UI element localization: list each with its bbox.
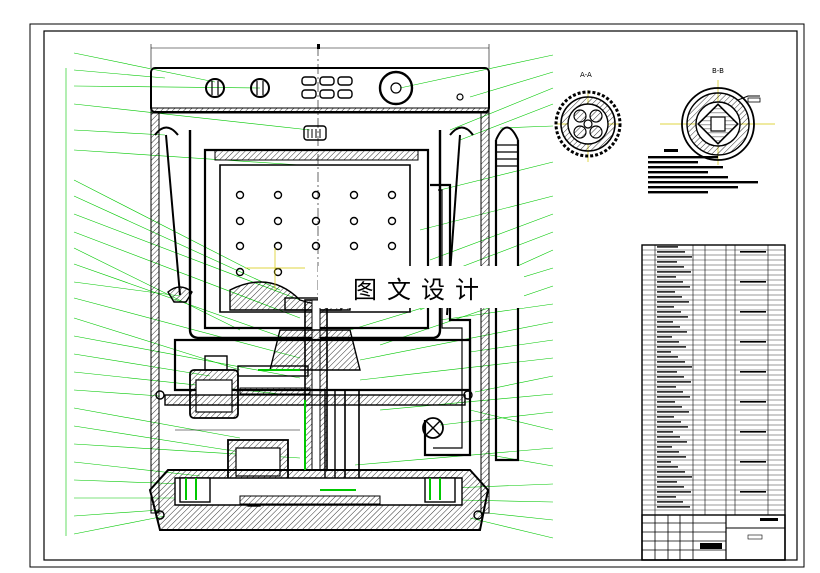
- inner-border: [43, 30, 798, 561]
- parts-list-entry: [657, 476, 692, 478]
- watermark: 图文设计: [318, 266, 524, 308]
- section-b-b: [681, 87, 761, 161]
- parts-list-entry: [657, 346, 686, 348]
- parts-list-entry: [657, 461, 671, 463]
- parts-list-entry: [740, 251, 766, 253]
- parts-list-entry: [657, 426, 688, 428]
- drum-holes: [235, 190, 397, 277]
- parts-list-entry: [657, 501, 683, 503]
- parts-list-entry: [657, 341, 679, 343]
- parts-list-entry: [657, 486, 684, 488]
- parts-list-entry: [740, 461, 766, 463]
- parts-list-entry: [657, 306, 674, 308]
- parts-list-entry: [657, 276, 676, 278]
- parts-list-entry: [657, 436, 680, 438]
- parts-list-entry: [657, 441, 687, 443]
- parts-list-entry: [657, 261, 677, 263]
- parts-list-entry: [657, 321, 673, 323]
- parts-list-entry: [657, 406, 682, 408]
- parts-list-entry: [657, 401, 675, 403]
- parts-list-entry: [657, 396, 690, 398]
- parts-list-entries: [657, 246, 766, 508]
- green-parts: [185, 369, 441, 500]
- parts-list-entry: [657, 381, 691, 383]
- parts-list-entry: [657, 286, 690, 288]
- parts-list-entry: [740, 311, 766, 313]
- parts-list-entry: [740, 281, 766, 283]
- parts-list-entry: [657, 421, 681, 423]
- parts-list-entry: [657, 331, 687, 333]
- parts-list-entry: [657, 371, 677, 373]
- parts-list-entry: [657, 251, 685, 253]
- parts-list-entry: [657, 311, 681, 313]
- parts-list-entry: [657, 491, 691, 493]
- section-b-b-label: B-B: [712, 67, 724, 75]
- technical-notes: [648, 149, 758, 194]
- section-a-a: [554, 90, 622, 158]
- parts-list-entry: [657, 326, 680, 328]
- parts-list-entry: [657, 506, 690, 508]
- parts-list-entry: [657, 481, 677, 483]
- parts-list-entry: [740, 371, 766, 373]
- parts-list-entry: [657, 456, 686, 458]
- washer-assembly: [148, 67, 520, 531]
- parts-list-entry: [657, 416, 674, 418]
- parts-list-rows: [642, 249, 785, 511]
- control-panel: [150, 67, 490, 113]
- parts-list-entry: [657, 376, 684, 378]
- dial: [378, 70, 414, 106]
- parts-list-entry: [657, 366, 692, 368]
- parts-list-entry: [657, 451, 679, 453]
- parts-list-entry: [657, 351, 671, 353]
- parts-list-entry: [740, 491, 766, 493]
- parts-list-entry: [657, 466, 678, 468]
- parts-list-entry: [657, 291, 675, 293]
- parts-list-entry: [657, 256, 692, 258]
- parts-list-entry: [657, 411, 689, 413]
- parts-list-entry: [657, 431, 673, 433]
- outer-border: [29, 23, 805, 568]
- parts-list-entry: [657, 246, 678, 248]
- parts-list-entry: [657, 296, 682, 298]
- knob-left: [205, 78, 225, 98]
- parts-list-entry: [740, 431, 766, 433]
- parts-list-entry: [657, 316, 688, 318]
- parts-list-entry: [657, 446, 672, 448]
- parts-list-entry: [740, 401, 766, 403]
- parts-list-entry: [657, 391, 683, 393]
- parts-list-entry: [657, 281, 683, 283]
- section-a-a-label: A-A: [580, 71, 592, 79]
- button-grid: [301, 76, 353, 99]
- parts-list-entry: [657, 471, 685, 473]
- parts-list-entry: [657, 496, 676, 498]
- parts-list-entry: [657, 386, 676, 388]
- title-block: [641, 514, 786, 561]
- parts-list-entry: [657, 356, 678, 358]
- parts-list-entry: [657, 271, 691, 273]
- parts-list-entry: [657, 361, 685, 363]
- parts-list-entry: [657, 336, 672, 338]
- knob-right: [250, 78, 270, 98]
- parts-list-entry: [740, 341, 766, 343]
- parts-list-entry: [657, 266, 684, 268]
- drain-valve: [422, 417, 444, 439]
- parts-list-entry: [657, 301, 689, 303]
